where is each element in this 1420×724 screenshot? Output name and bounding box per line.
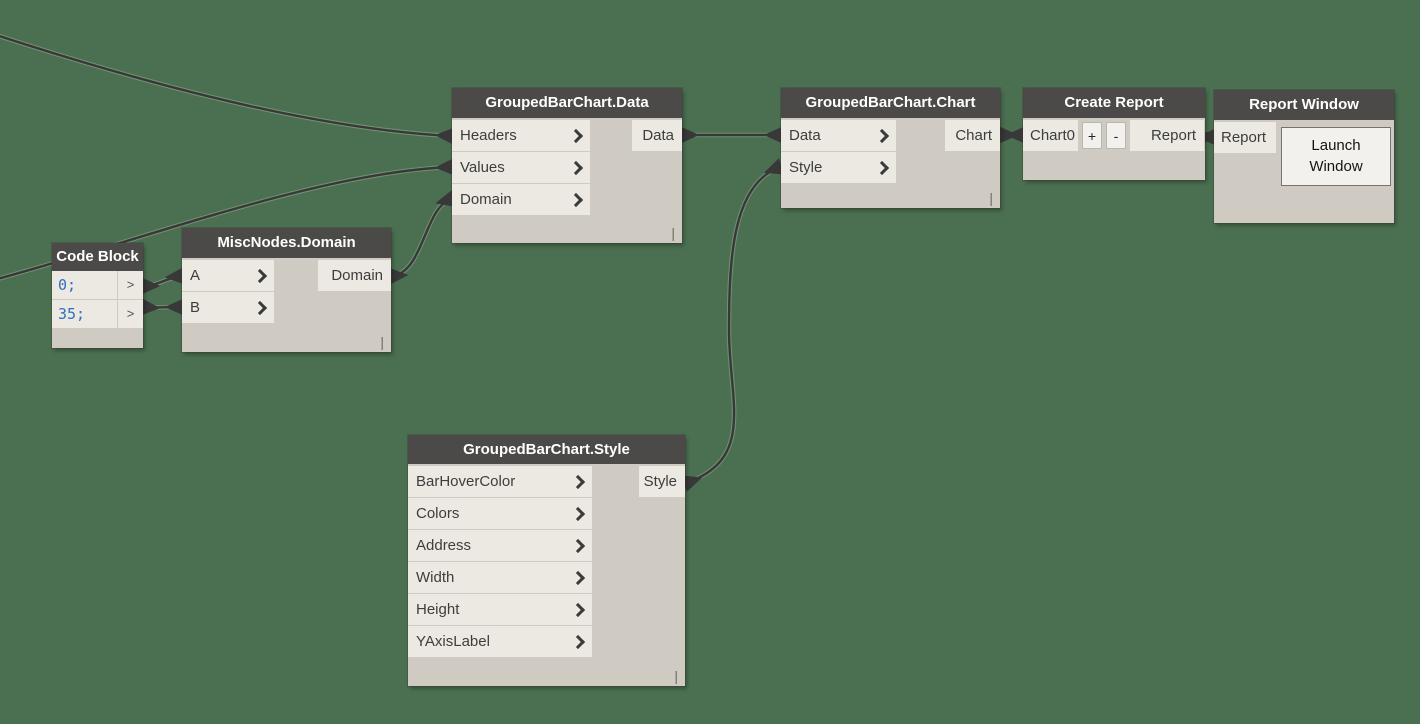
node-code-block[interactable]: Code Block 0; > 35; > <box>52 243 143 348</box>
input-port-report[interactable]: Report <box>1214 122 1276 153</box>
node-groupedbarchart-data[interactable]: GroupedBarChart.Data Headers Values Doma… <box>452 88 682 243</box>
lacing-indicator[interactable]: | <box>989 190 993 206</box>
lacing-indicator[interactable]: | <box>380 334 384 350</box>
chevron-right-icon <box>568 192 584 207</box>
node-title[interactable]: Report Window <box>1214 90 1394 120</box>
input-port-data[interactable]: Data <box>781 120 896 151</box>
node-title[interactable]: Code Block <box>52 243 143 271</box>
node-title[interactable]: Create Report <box>1023 88 1205 118</box>
remove-input-button[interactable]: - <box>1106 122 1126 149</box>
node-title[interactable]: GroupedBarChart.Data <box>452 88 682 118</box>
input-port-barhovercolor[interactable]: BarHoverColor <box>408 466 592 497</box>
output-port-style[interactable]: Style <box>639 466 685 497</box>
chevron-right-icon <box>568 128 584 143</box>
wire-domain-to-domain[interactable] <box>388 190 456 285</box>
port-label: Colors <box>416 505 460 522</box>
code-output-port-0[interactable]: > <box>117 271 143 299</box>
chevron-right-icon <box>570 474 586 489</box>
node-groupedbarchart-chart[interactable]: GroupedBarChart.Chart Data Style Chart | <box>781 88 1000 208</box>
output-port-data[interactable]: Data <box>632 120 682 151</box>
input-port-style[interactable]: Style <box>781 152 896 183</box>
input-port-yaxislabel[interactable]: YAxisLabel <box>408 626 592 657</box>
node-title[interactable]: MiscNodes.Domain <box>182 228 391 258</box>
chevron-right-icon <box>570 538 586 553</box>
port-label: Width <box>416 569 455 586</box>
output-port-chart[interactable]: Chart <box>945 120 1000 151</box>
port-label: YAxisLabel <box>416 633 490 650</box>
lacing-indicator[interactable]: | <box>674 668 678 684</box>
input-port-values[interactable]: Values <box>452 152 590 183</box>
port-label: A <box>190 267 201 284</box>
port-label: Style <box>789 159 823 176</box>
launch-window-button[interactable]: Launch Window <box>1281 127 1391 186</box>
chevron-right-icon <box>570 570 586 585</box>
code-line-row: 35; > <box>52 300 143 328</box>
node-groupedbarchart-style[interactable]: GroupedBarChart.Style BarHoverColor Colo… <box>408 435 685 686</box>
port-label: Domain <box>460 191 512 208</box>
input-port-height[interactable]: Height <box>408 594 592 625</box>
chevron-right-icon <box>874 128 890 143</box>
code-line-0[interactable]: 0; <box>52 271 117 299</box>
input-port-width[interactable]: Width <box>408 562 592 593</box>
code-line-1[interactable]: 35; <box>52 300 117 328</box>
input-port-colors[interactable]: Colors <box>408 498 592 529</box>
chevron-right-icon <box>570 602 586 617</box>
wire-style-to-style[interactable] <box>681 158 785 492</box>
input-port-headers[interactable]: Headers <box>452 120 590 151</box>
chevron-right-icon <box>568 160 584 175</box>
add-input-button[interactable]: + <box>1082 122 1102 149</box>
chevron-right-icon <box>570 634 586 649</box>
port-label: Height <box>416 601 460 618</box>
input-port-chart0[interactable]: Chart0 <box>1023 120 1078 151</box>
chevron-right-icon <box>252 268 268 283</box>
port-label: Data <box>789 127 821 144</box>
port-label: BarHoverColor <box>416 473 516 490</box>
port-label: Values <box>460 159 505 176</box>
node-title[interactable]: GroupedBarChart.Chart <box>781 88 1000 118</box>
port-label: Headers <box>460 127 517 144</box>
node-create-report[interactable]: Create Report Chart0 + - Report <box>1023 88 1205 180</box>
lacing-indicator[interactable]: | <box>671 225 675 241</box>
input-port-domain[interactable]: Domain <box>452 184 590 215</box>
output-port-report[interactable]: Report <box>1130 120 1204 151</box>
input-port-b[interactable]: B <box>182 292 274 323</box>
wire-offscreen-to-headers[interactable] <box>0 33 455 145</box>
code-output-port-1[interactable]: > <box>117 300 143 328</box>
input-port-address[interactable]: Address <box>408 530 592 561</box>
code-line-row: 0; > <box>52 271 143 299</box>
node-report-window[interactable]: Report Window Report Launch Window <box>1214 90 1394 223</box>
output-port-domain[interactable]: Domain <box>318 260 391 291</box>
chevron-right-icon <box>570 506 586 521</box>
input-port-a[interactable]: A <box>182 260 274 291</box>
port-label: Address <box>416 537 472 554</box>
chevron-right-icon <box>252 300 268 315</box>
port-label: B <box>190 299 201 316</box>
node-miscnodes-domain[interactable]: MiscNodes.Domain A B Domain | <box>182 228 391 352</box>
wire-codeblock-0-to-a[interactable] <box>141 267 185 295</box>
node-title[interactable]: GroupedBarChart.Style <box>408 435 685 464</box>
chevron-right-icon <box>874 160 890 175</box>
